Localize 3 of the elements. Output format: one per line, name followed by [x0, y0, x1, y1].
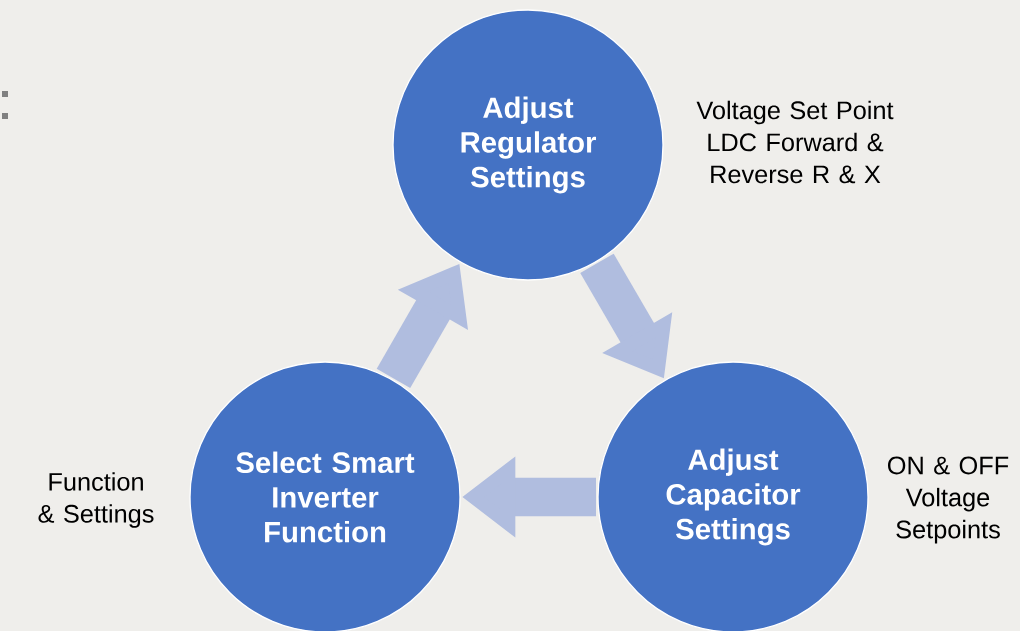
side-note: Function & Settings [38, 472, 154, 528]
side-note: ON & OFF Voltage Setpoints [888, 456, 1009, 544]
side-note: Voltage Set Point LDC Forward & Reverse R & X [696, 100, 894, 184]
